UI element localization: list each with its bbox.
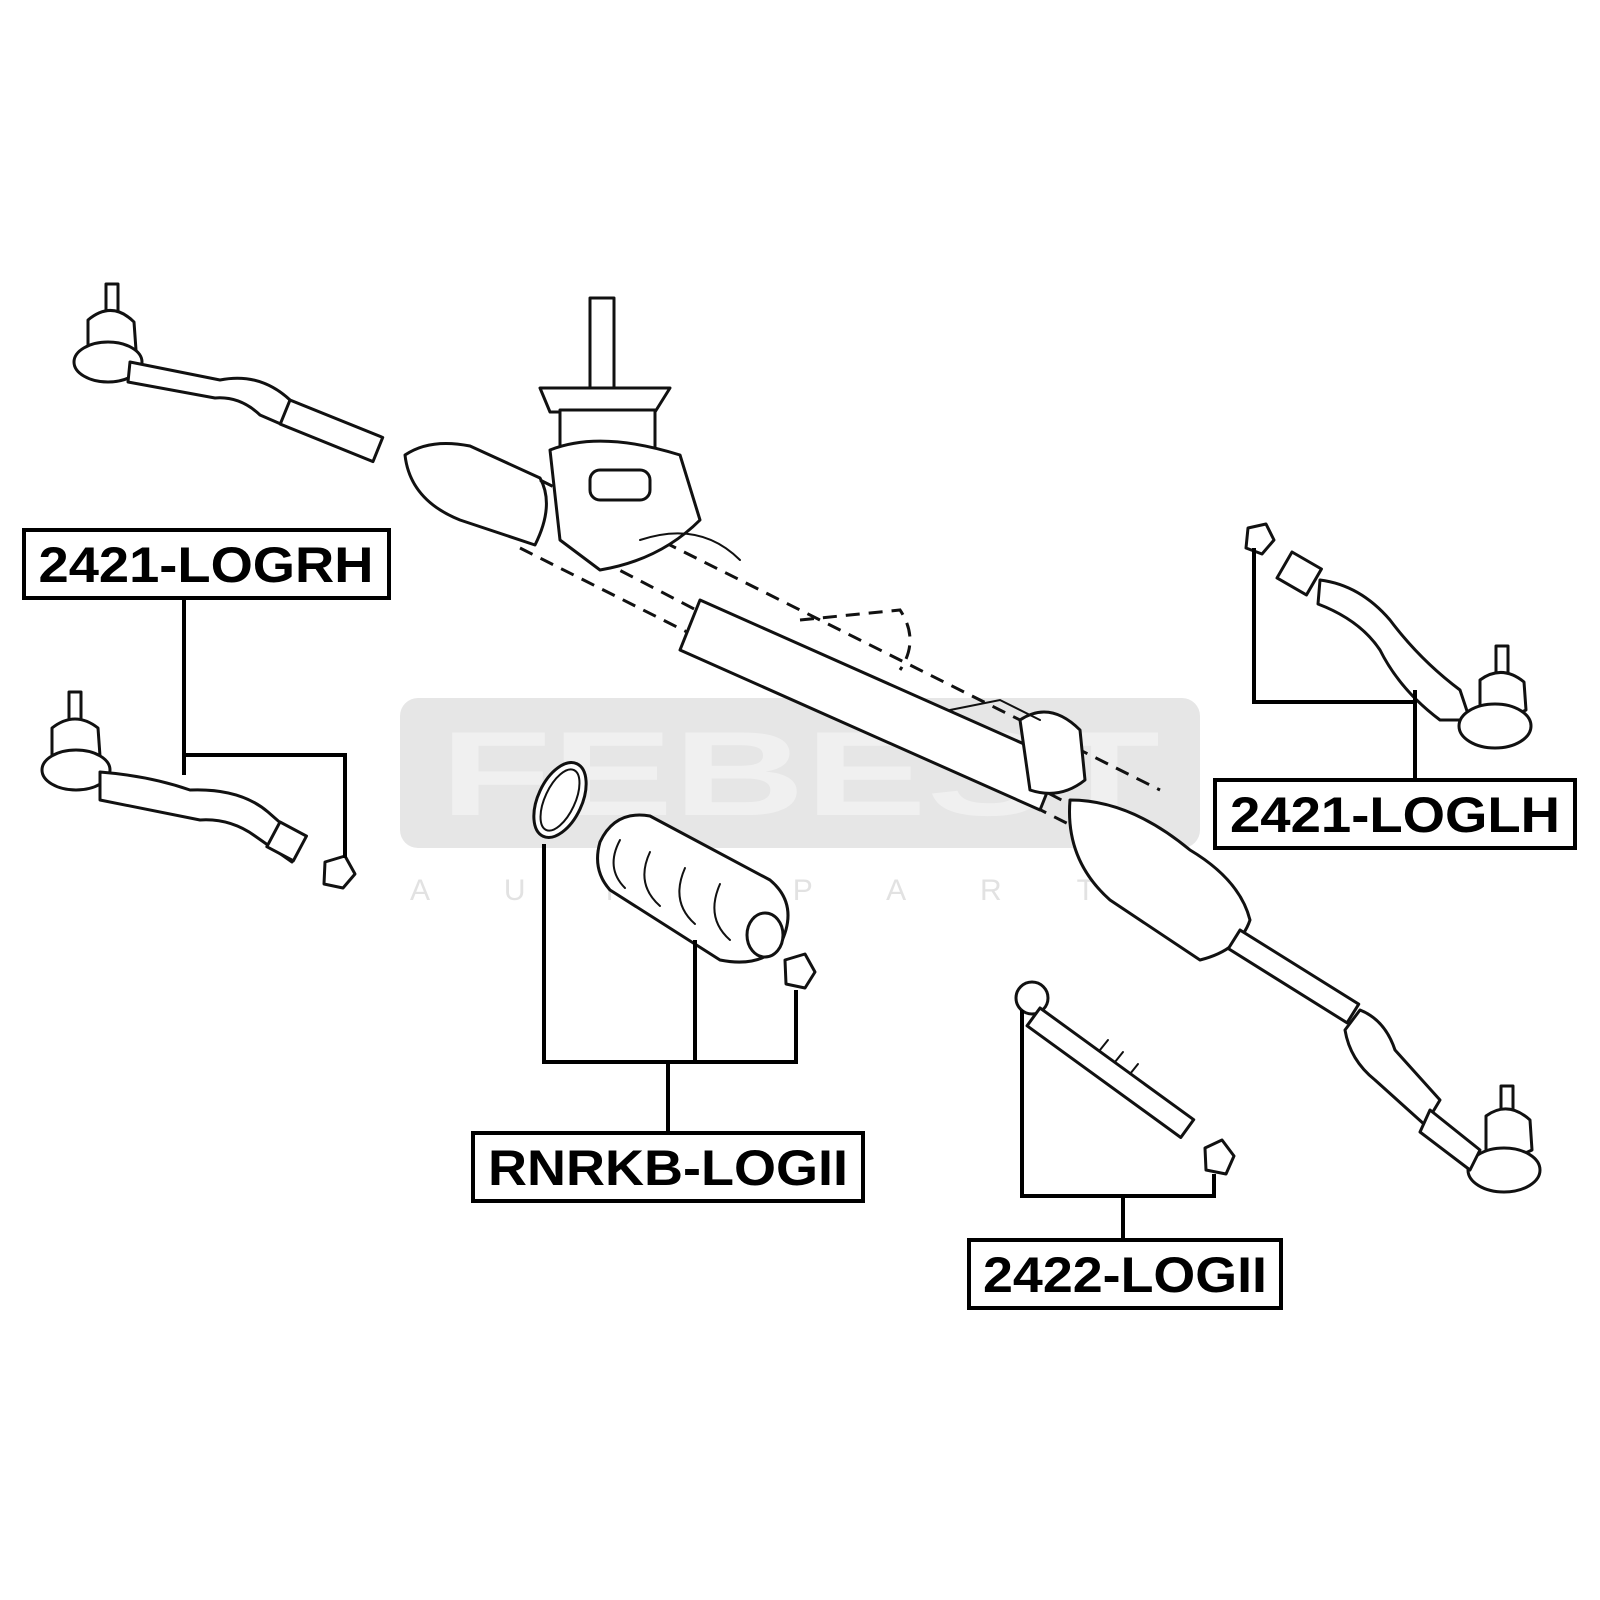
rack-right-boot [1068, 798, 1252, 962]
label-2421-loglh: 2421-LOGLH [1213, 778, 1577, 850]
rack-left-boot [403, 441, 548, 547]
boot-kit-clamp [783, 952, 817, 990]
inner-tie-rod-nut [1203, 1138, 1236, 1176]
leader-2421-logrh [182, 598, 347, 858]
rack-right-tie-rod-end [1226, 928, 1542, 1194]
label-rnrkb-logii: RNRKB-LOGII [471, 1131, 865, 1203]
pinion-housing [538, 296, 912, 671]
tie-rod-end-lh-part [1244, 522, 1533, 750]
tie-rod-end-rh-nut [322, 854, 357, 890]
label-text-2422-logii: 2422-LOGII [983, 1247, 1267, 1303]
label-2421-logrh: 2421-LOGRH [22, 528, 391, 600]
boot-kit-ring [532, 761, 588, 839]
rack-body-segment [678, 598, 1062, 812]
leader-lines [182, 548, 1417, 1240]
label-2422-logii: 2422-LOGII [967, 1238, 1283, 1310]
label-text-2421-logrh: 2421-LOGRH [39, 537, 374, 593]
label-text-2421-loglh: 2421-LOGLH [1230, 787, 1560, 843]
rack-left-tie-rod-end [72, 282, 385, 464]
leader-2421-loglh [1252, 548, 1417, 780]
inner-tie-rod-part [1014, 980, 1236, 1176]
boot-kit-part [532, 761, 817, 990]
label-text-rnrkb-logii: RNRKB-LOGII [488, 1140, 848, 1196]
tie-rod-end-lh-nut [1244, 522, 1276, 556]
watermark-tagline: A U T O P A R T S [410, 874, 1190, 907]
steering-rack-assembly [72, 282, 1542, 1194]
leader-2422-logii [1020, 1010, 1216, 1240]
rack-mount [1018, 710, 1087, 795]
tie-rod-end-rh-part [40, 690, 357, 890]
leader-rnrkb-logii [542, 844, 798, 1133]
